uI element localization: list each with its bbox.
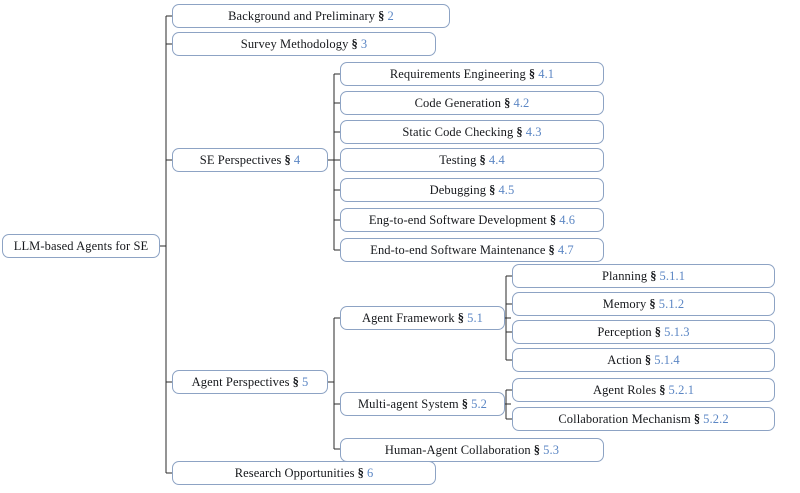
node-end-to-end-software-development[interactable]: Eng-to-end Software Development§4.6 [340, 208, 604, 232]
node-perception[interactable]: Perception§5.1.3 [512, 320, 775, 344]
node-label: Agent Perspectives [191, 375, 290, 389]
node-label: Agent Framework [361, 311, 455, 325]
node-label: Static Code Checking [402, 125, 514, 139]
section-symbol: § [654, 325, 662, 339]
section-number: 2 [387, 9, 394, 23]
node-label: Agent Roles [592, 383, 657, 397]
section-number: 6 [366, 466, 374, 480]
node-label: End-to-end Software Maintenance [370, 243, 546, 257]
section-symbol: § [549, 213, 557, 227]
node-human-agent-collaboration[interactable]: Human-Agent Collaboration§5.3 [340, 438, 604, 462]
node-debugging[interactable]: Debugging§4.5 [340, 178, 604, 202]
section-number: 5.3 [543, 443, 560, 457]
section-symbol: § [649, 297, 656, 311]
section-symbol: § [504, 96, 511, 110]
node-end-to-end-software-maintenance[interactable]: End-to-end Software Maintenance§4.7 [340, 238, 604, 262]
node-label: Planning [601, 269, 648, 283]
section-symbol: § [693, 412, 701, 426]
node-label: Multi-agent System [357, 397, 459, 411]
node-survey-methodology[interactable]: Survey Methodology§3 [172, 32, 436, 56]
section-number: 4.4 [488, 153, 505, 167]
node-collaboration-mechanism[interactable]: Collaboration Mechanism§5.2.2 [512, 407, 775, 431]
section-symbol: § [489, 183, 496, 197]
node-code-generation[interactable]: Code Generation§4.2 [340, 91, 604, 115]
node-label: Debugging [429, 183, 487, 197]
section-symbol: § [533, 443, 541, 457]
node-label: Human-Agent Collaboration [384, 443, 531, 457]
node-agent-roles[interactable]: Agent Roles§5.2.1 [512, 378, 775, 402]
node-label: Research Opportunities [234, 466, 355, 480]
section-number: 4.1 [538, 67, 555, 81]
node-label: Perception [597, 325, 652, 339]
node-static-code-checking[interactable]: Static Code Checking§4.3 [340, 120, 604, 144]
section-symbol: § [659, 383, 666, 397]
section-number: 5.1.2 [658, 297, 685, 311]
node-label: Memory [602, 297, 647, 311]
section-symbol: § [650, 269, 657, 283]
node-se-perspectives[interactable]: SE Perspectives§4 [172, 148, 328, 172]
section-symbol: § [516, 125, 523, 139]
section-number: 3 [360, 37, 368, 51]
section-symbol: § [528, 67, 536, 81]
node-action[interactable]: Action§5.1.4 [512, 348, 775, 372]
section-symbol: § [378, 9, 385, 23]
node-agent-perspectives[interactable]: Agent Perspectives§5 [172, 370, 328, 394]
section-number: 5.1.1 [659, 269, 686, 283]
node-background-and-preliminary[interactable]: Background and Preliminary§2 [172, 4, 450, 28]
section-symbol: § [351, 37, 358, 51]
section-number: 5.2 [471, 397, 488, 411]
section-symbol: § [292, 375, 299, 389]
node-label: Code Generation [414, 96, 502, 110]
section-number: 5.1.3 [664, 325, 690, 339]
section-number: 5.2.2 [703, 412, 729, 426]
node-testing[interactable]: Testing§4.4 [340, 148, 604, 172]
node-label: Survey Methodology [240, 37, 349, 51]
section-number: 4.6 [559, 213, 576, 227]
section-symbol: § [357, 466, 364, 480]
section-symbol: § [457, 311, 465, 325]
section-number: 5 [301, 375, 309, 389]
section-number: 4.2 [513, 96, 530, 110]
node-research-opportunities[interactable]: Research Opportunities§6 [172, 461, 436, 485]
node-label: Testing [439, 153, 477, 167]
node-label: SE Perspectives [199, 153, 282, 167]
section-symbol: § [548, 243, 555, 257]
node-label: Action [607, 353, 642, 367]
section-number: 5.2.1 [668, 383, 695, 397]
section-number: 5.1 [467, 311, 484, 325]
node-label: Requirements Engineering [389, 67, 526, 81]
section-symbol: § [284, 153, 291, 167]
node-planning[interactable]: Planning§5.1.1 [512, 264, 775, 288]
node-memory[interactable]: Memory§5.1.2 [512, 292, 775, 316]
node-label: LLM-based Agents for SE [13, 239, 149, 253]
section-symbol: § [644, 353, 652, 367]
node-agent-framework[interactable]: Agent Framework§5.1 [340, 306, 505, 330]
section-symbol: § [479, 153, 486, 167]
node-root[interactable]: LLM-based Agents for SE [2, 234, 160, 258]
section-number: 4.3 [525, 125, 542, 139]
section-number: 5.1.4 [654, 353, 680, 367]
section-number: 4 [293, 153, 301, 167]
section-number: 4.5 [498, 183, 515, 197]
section-number: 4.7 [557, 243, 574, 257]
node-label: Eng-to-end Software Development [368, 213, 547, 227]
node-label: Background and Preliminary [228, 9, 376, 23]
node-multi-agent-system[interactable]: Multi-agent System§5.2 [340, 392, 505, 416]
node-label: Collaboration Mechanism [558, 412, 691, 426]
section-symbol: § [461, 397, 469, 411]
node-requirements-engineering[interactable]: Requirements Engineering§4.1 [340, 62, 604, 86]
